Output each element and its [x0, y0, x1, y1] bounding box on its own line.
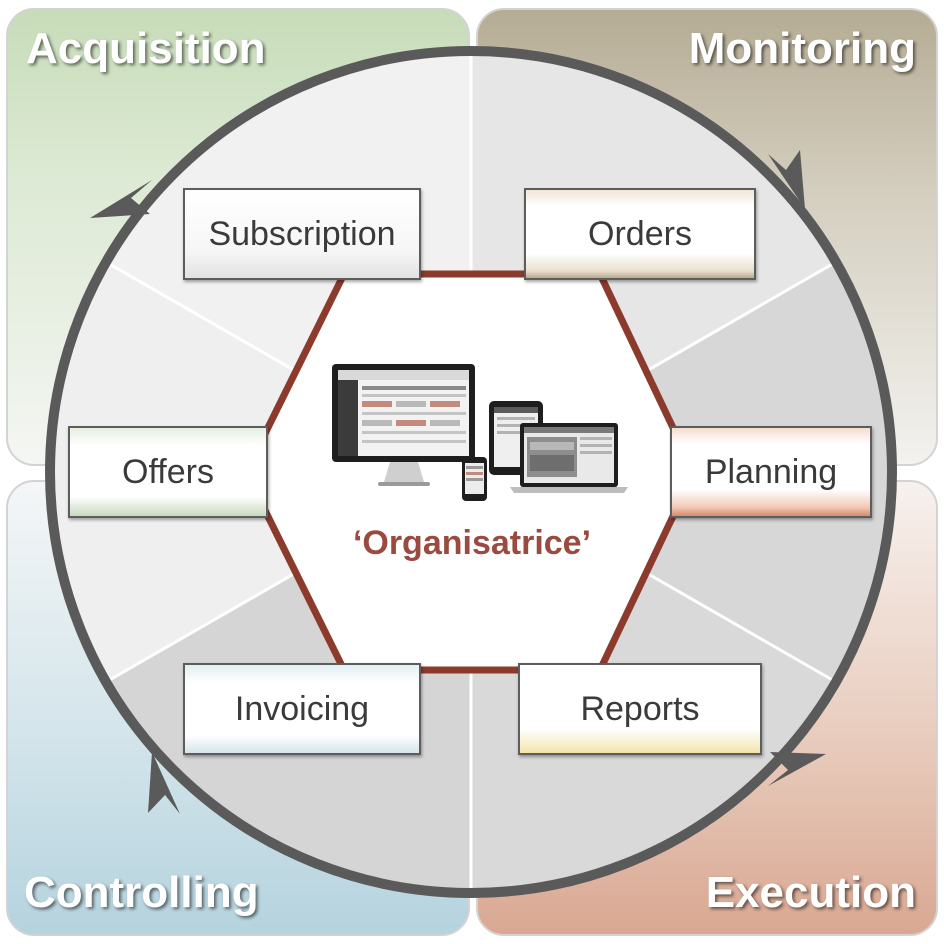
subscription-label: Subscription [208, 214, 396, 253]
reports-module: Reports [518, 663, 762, 755]
planning-label: Planning [704, 452, 838, 491]
arrow-icon [768, 752, 826, 786]
invoicing-label: Invoicing [234, 689, 370, 728]
orders-label: Orders [588, 214, 692, 253]
arrow-icon [148, 752, 180, 814]
product-name: ‘Organisatrice’ [352, 524, 592, 562]
arrow-icon [768, 150, 805, 209]
planning-module: Planning [670, 426, 872, 518]
monitoring-title: Monitoring [688, 24, 916, 73]
offers-label: Offers [122, 452, 214, 491]
invoicing-module: Invoicing [183, 663, 421, 755]
execution-title: Execution [705, 868, 916, 917]
arrow-icon [90, 180, 152, 218]
cycle-arrows [90, 150, 826, 814]
acquisition-title: Acquisition [26, 24, 266, 73]
orders-module: Orders [524, 188, 756, 280]
cycle-ring [45, 46, 897, 898]
devices-illustration-icon [332, 364, 628, 501]
offers-module: Offers [68, 426, 268, 518]
reports-label: Reports [580, 689, 700, 728]
controlling-title: Controlling [24, 868, 259, 917]
subscription-module: Subscription [183, 188, 421, 280]
